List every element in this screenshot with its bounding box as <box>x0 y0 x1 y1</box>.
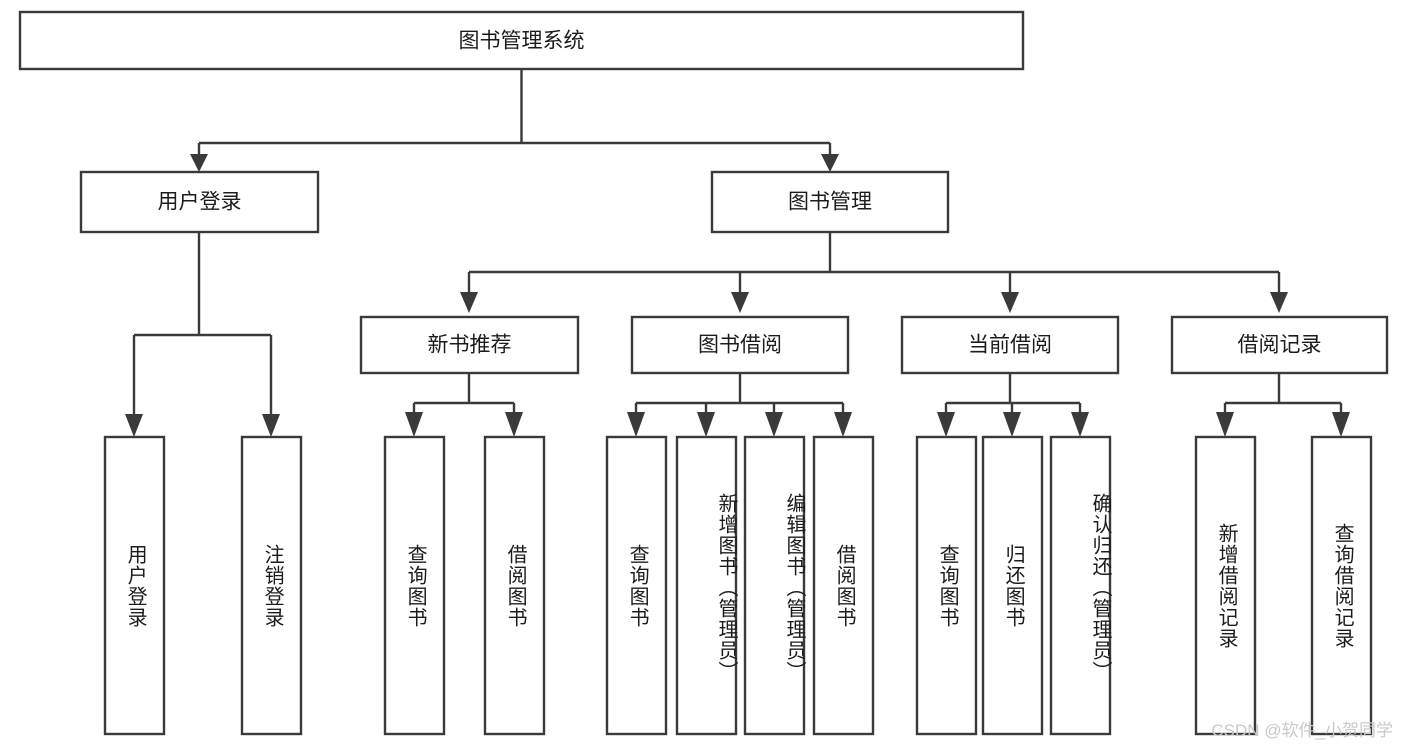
leaf-box-query-book-1[interactable] <box>383 435 446 736</box>
leaf-box-add-record[interactable] <box>1194 435 1257 736</box>
leaf-box-user-login[interactable] <box>103 435 166 736</box>
leaf-box-query-book-3[interactable] <box>915 435 978 736</box>
leaf-box-borrow-book-2[interactable] <box>812 435 875 736</box>
arrow-head-book-borrow <box>731 292 749 313</box>
arrow-head-leaf-edit-book <box>765 412 783 437</box>
node-user-login-label: 用户登录 <box>158 191 242 214</box>
node-user-login[interactable] <box>79 170 320 234</box>
arrow-head-current-borrow <box>1001 292 1019 313</box>
connector-group-book-borrow <box>627 373 852 437</box>
arrow-head-leaf-borrow-book-2 <box>834 412 852 437</box>
arrow-head-leaf-query-book-3 <box>937 412 955 437</box>
arrow-head-leaf-add-record <box>1216 412 1234 437</box>
node-current-borrow-label: 当前借阅 <box>968 334 1052 357</box>
arrow-head-leaf-borrow-book-1 <box>505 412 523 437</box>
leaf-box-borrow-book-1[interactable] <box>483 435 546 736</box>
leaf-box-query-book-2[interactable] <box>605 435 668 736</box>
arrow-head-book-manage <box>821 154 839 172</box>
node-book-manage[interactable] <box>710 170 950 234</box>
connector-group-borrow-record <box>1216 373 1350 437</box>
leaf-box-query-record[interactable] <box>1310 435 1373 736</box>
node-current-borrow[interactable] <box>900 315 1120 375</box>
connector-group-user-login <box>125 232 280 437</box>
arrow-head-leaf-user-login <box>125 414 143 437</box>
node-new-book-recommend[interactable] <box>359 315 580 375</box>
arrow-head-leaf-return-book <box>1003 412 1021 437</box>
leaf-box-edit-book[interactable] <box>743 435 806 736</box>
arrow-head-leaf-confirm-return <box>1071 412 1089 437</box>
arrow-head-new-book-recommend <box>460 292 478 313</box>
node-book-borrow[interactable] <box>630 315 850 375</box>
arrow-head-borrow-record <box>1270 292 1288 313</box>
arrow-head-user-login <box>190 154 208 172</box>
arrow-head-leaf-add-book <box>697 412 715 437</box>
node-root-label: 图书管理系统 <box>459 30 585 53</box>
node-borrow-record[interactable] <box>1170 315 1389 375</box>
connector-group-current-borrow <box>937 373 1089 437</box>
arrow-head-leaf-logout <box>262 414 280 437</box>
leaf-box-logout[interactable] <box>240 435 303 736</box>
node-book-manage-label: 图书管理 <box>788 191 872 214</box>
node-book-borrow-label: 图书借阅 <box>698 334 782 357</box>
node-borrow-record-label: 借阅记录 <box>1238 334 1322 357</box>
connector-group-book-manage <box>460 232 1288 313</box>
leaf-box-return-book[interactable] <box>981 435 1044 736</box>
arrow-head-leaf-query-record <box>1332 412 1350 437</box>
node-new-book-recommend-label: 新书推荐 <box>428 334 512 357</box>
arrow-head-leaf-query-book-1 <box>405 412 423 437</box>
leaf-box-add-book[interactable] <box>675 435 738 736</box>
arrow-head-leaf-query-book-2 <box>627 412 645 437</box>
leaf-box-confirm-return[interactable] <box>1049 435 1112 736</box>
connector-group-new-book-recommend <box>405 373 523 437</box>
node-root[interactable] <box>18 10 1025 71</box>
connector-group-root <box>190 69 839 172</box>
watermark-text: CSDN @软件_小贺同学 <box>1211 721 1393 740</box>
